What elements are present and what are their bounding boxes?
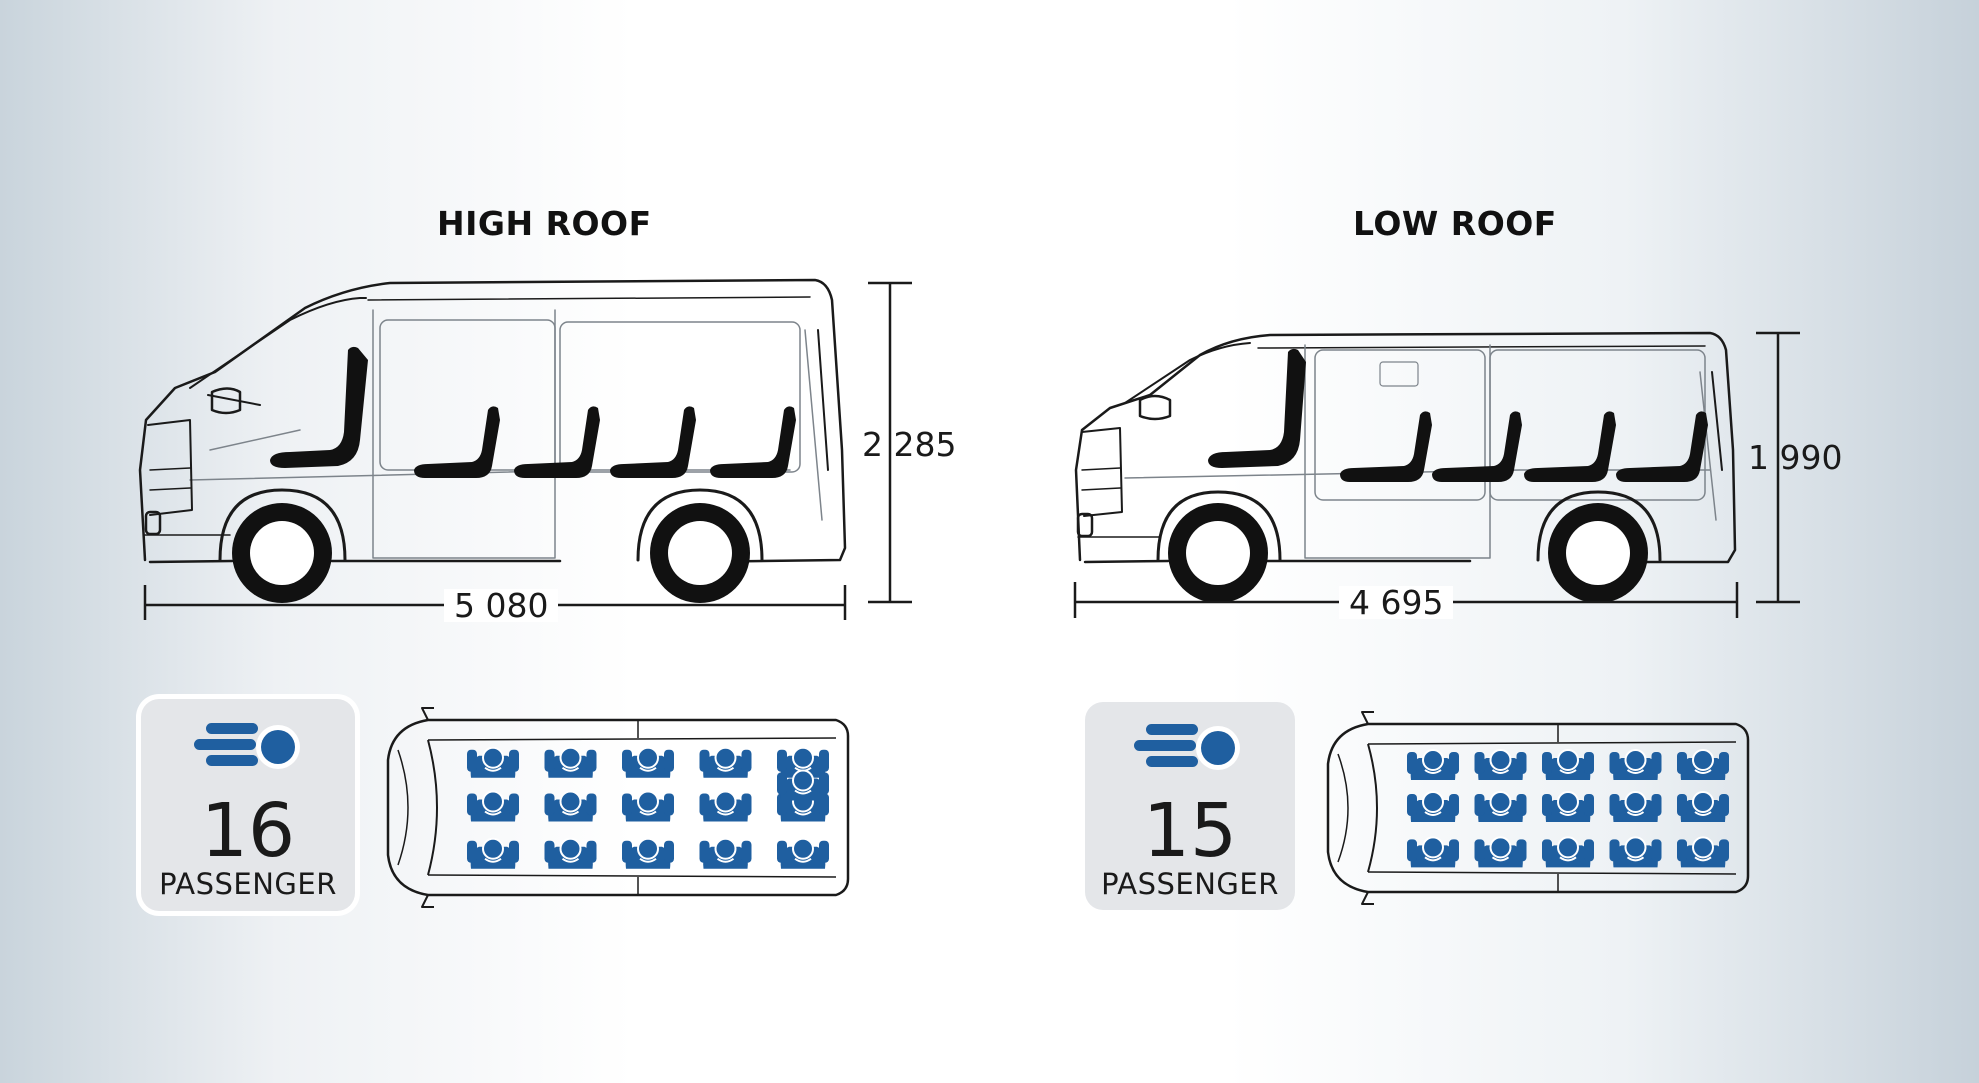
passenger-icon: [1474, 791, 1527, 822]
passenger-icon: [777, 746, 829, 778]
passenger-icon: [1609, 749, 1662, 780]
passenger-icon: [622, 837, 674, 869]
passenger-icon: [544, 790, 597, 822]
passenger-icon: [467, 746, 519, 778]
passenger-icon: [699, 837, 752, 869]
low-roof-passenger-count: 15: [1142, 788, 1238, 874]
low-roof-length-dimension: 4 695: [1339, 586, 1454, 619]
passenger-icon: [622, 790, 674, 822]
passenger-icon: [1677, 749, 1729, 780]
passenger-icon: [622, 746, 674, 778]
low-roof-passenger-label: PASSENGER: [1101, 867, 1279, 901]
low-roof-title: LOW ROOF: [1353, 204, 1557, 243]
passenger-icon: [1677, 791, 1729, 822]
passenger-icon: [699, 746, 752, 778]
low-roof-passenger-badge[interactable]: 15 PASSENGER: [1085, 702, 1295, 910]
passenger-icon: [1542, 749, 1594, 780]
passenger-icon: [1474, 836, 1527, 868]
passenger-icon: [777, 837, 829, 869]
passenger-icon: [1407, 836, 1459, 868]
passenger-icon: [1542, 791, 1594, 822]
passenger-icon: [467, 790, 519, 822]
passenger-icon: [1474, 749, 1527, 780]
speed-person-icon: [1134, 724, 1240, 770]
speed-person-icon: [194, 723, 300, 769]
passenger-icon: [467, 837, 519, 869]
passenger-icon: [544, 837, 597, 869]
high-roof-height-dimension: 2 285: [862, 425, 957, 464]
passenger-icon: [1407, 791, 1459, 822]
passenger-icon: [1677, 836, 1729, 868]
high-roof-passenger-badge[interactable]: 16 PASSENGER: [141, 699, 355, 911]
low-roof-height-dimension: 1 990: [1748, 438, 1843, 477]
passenger-icon: [1542, 836, 1594, 868]
passenger-icon: [1609, 836, 1662, 868]
passenger-icon: [699, 790, 752, 822]
passenger-icon: [1609, 791, 1662, 822]
high-roof-passenger-count: 16: [200, 788, 296, 874]
high-roof-length-dimension: 5 080: [444, 589, 559, 622]
high-roof-passenger-label: PASSENGER: [159, 867, 337, 901]
high-roof-title: HIGH ROOF: [437, 204, 652, 243]
passenger-icon: [777, 769, 829, 801]
passenger-icon: [1407, 749, 1459, 780]
passenger-icon: [544, 746, 597, 778]
